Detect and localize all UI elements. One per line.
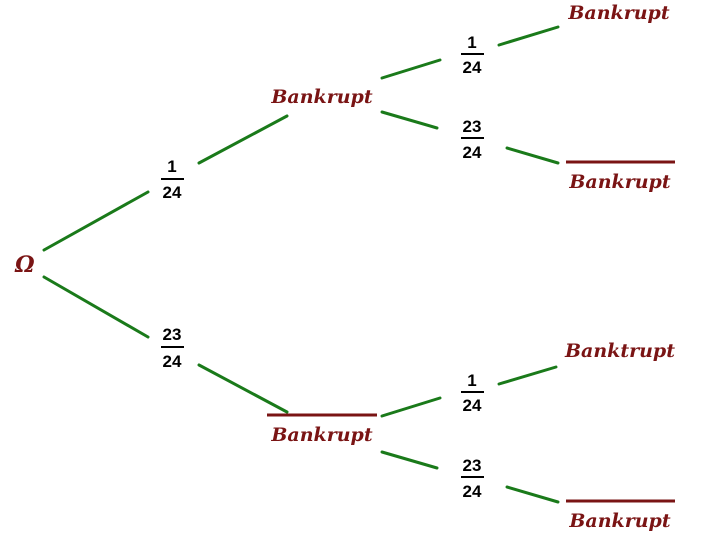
prob-upper: 1 24 bbox=[161, 157, 184, 202]
prob-lower-lower: 23 24 bbox=[461, 456, 484, 501]
leaf-ul-bankrupt: Bankrupt bbox=[568, 171, 670, 193]
node-upper-bankrupt: Bankrupt bbox=[270, 86, 372, 108]
prob-lower-denominator: 24 bbox=[163, 352, 182, 371]
edge-root-to-upper-left bbox=[42, 190, 150, 252]
edge-root-to-upper-right bbox=[197, 114, 289, 165]
prob-upper-numerator: 1 bbox=[167, 157, 176, 176]
root-omega-label: Ω bbox=[14, 252, 35, 278]
leaf-lu-banktrupt: Banktrupt bbox=[564, 340, 675, 362]
edge-uu-right bbox=[497, 25, 560, 47]
edge-lu-right bbox=[497, 365, 558, 386]
leaf-ll-bankrupt: Bankrupt bbox=[568, 510, 670, 532]
prob-ll-denominator: 24 bbox=[463, 482, 482, 501]
node-lower-bankrupt: Bankrupt bbox=[270, 424, 372, 446]
prob-ul-denominator: 24 bbox=[463, 143, 482, 162]
edge-ul-left bbox=[380, 110, 439, 130]
edge-lu-left bbox=[380, 396, 442, 418]
prob-ll-numerator: 23 bbox=[463, 456, 482, 475]
prob-upper-lower: 23 24 bbox=[461, 117, 484, 162]
prob-lu-denominator: 24 bbox=[463, 396, 482, 415]
prob-uu-numerator: 1 bbox=[467, 33, 476, 52]
edge-uu-left bbox=[380, 58, 442, 80]
prob-lower: 23 24 bbox=[161, 325, 184, 371]
edge-root-to-lower-right bbox=[197, 363, 289, 414]
prob-lower-numerator: 23 bbox=[163, 325, 182, 344]
prob-upper-upper: 1 24 bbox=[461, 33, 484, 77]
prob-lu-numerator: 1 bbox=[467, 371, 476, 390]
edge-ll-right bbox=[505, 485, 560, 504]
prob-uu-denominator: 24 bbox=[463, 58, 482, 77]
prob-ul-numerator: 23 bbox=[463, 117, 482, 136]
edge-ll-left bbox=[380, 450, 439, 470]
edge-ul-right bbox=[505, 146, 560, 165]
prob-upper-denominator: 24 bbox=[163, 183, 182, 202]
edge-root-to-lower-left bbox=[42, 275, 150, 339]
prob-lower-upper: 1 24 bbox=[461, 371, 484, 415]
leaf-uu-bankrupt: Bankrupt bbox=[567, 2, 669, 24]
